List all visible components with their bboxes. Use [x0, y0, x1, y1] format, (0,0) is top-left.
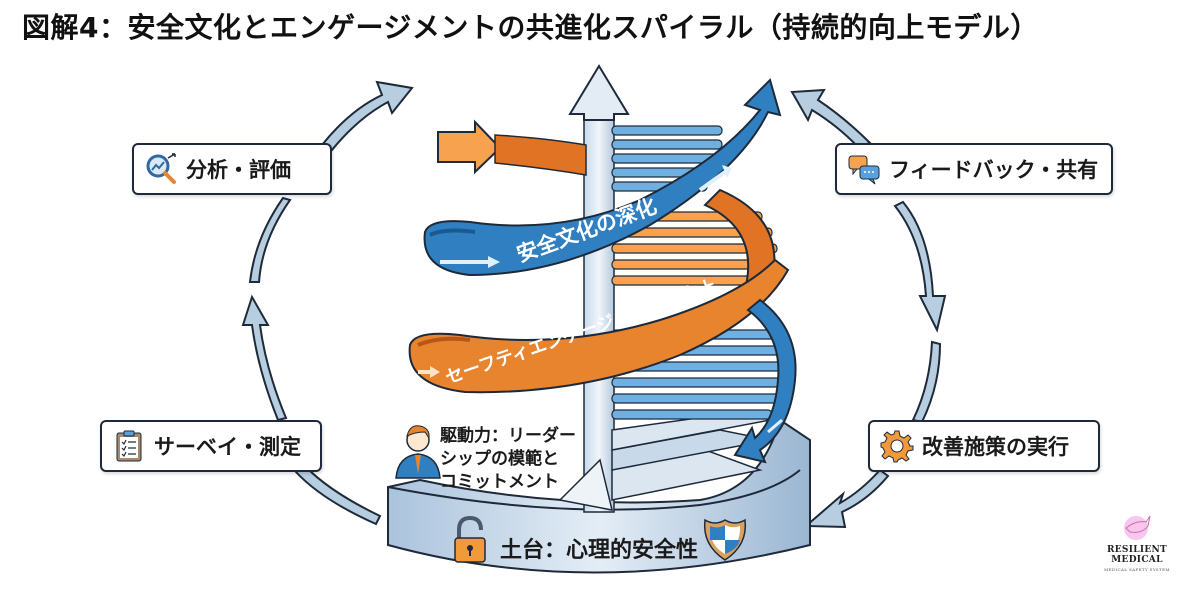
- driver-text: 駆動力：リーダー シップの模範と コミットメント: [440, 425, 576, 494]
- foundation-label: 土台：心理的安全性: [500, 538, 699, 563]
- step-analysis-label: 分析・評価: [186, 158, 291, 182]
- pillar-arrow-head: [568, 64, 630, 121]
- driver-line: シップの模範と: [440, 449, 559, 469]
- speech-bubbles-icon: [848, 155, 880, 185]
- step-survey-label: サーベイ・測定: [154, 435, 301, 459]
- central-pillar: [568, 64, 630, 513]
- cycle-arrow-survey-to-analysis: [241, 294, 288, 422]
- brand-logo: RESILIENT MEDICAL MEDICAL SAFETY SYSTEM: [1082, 515, 1192, 572]
- magnifier-chart-icon: [146, 153, 176, 184]
- foundation-base: [387, 418, 811, 574]
- driver-line: 駆動力：リーダー: [440, 426, 576, 446]
- step-implement-label: 改善施策の実行: [922, 435, 1069, 459]
- cycle-arrow-analysis-to-spiral: [320, 80, 414, 152]
- cycle-arrow-implement-to-base: [803, 468, 890, 529]
- unlocked-padlock-icon: [454, 515, 486, 563]
- step-implement: 改善施策の実行: [868, 420, 1100, 472]
- driver-line: コミットメント: [440, 472, 559, 492]
- cycle-arrow-spiral-to-feedback: [790, 88, 872, 149]
- diagram-title: 図解4：安全文化とエンゲージメントの共進化スパイラル（持続的向上モデル）: [22, 11, 1039, 44]
- cycle-arrows: [241, 80, 947, 529]
- logo-name: RESILIENT MEDICAL: [1106, 545, 1168, 565]
- shield-icon: [703, 518, 747, 561]
- gear-icon: [880, 430, 914, 463]
- stair-steps: [558, 411, 771, 511]
- cycle-arrow-feedback-to-implement: [893, 200, 947, 333]
- logo-dove-icon: [1124, 515, 1151, 540]
- cycle-arrow-segment-left: [248, 196, 292, 283]
- step-feedback: フィードバック・共有: [835, 143, 1113, 195]
- step-survey: サーベイ・測定: [100, 420, 322, 472]
- leader-person-icon: [395, 425, 441, 479]
- orange-entry-arrow: [437, 119, 587, 176]
- logo-tagline: MEDICAL SAFETY SYSTEM: [1104, 567, 1170, 572]
- blue-lower-curve: [733, 298, 797, 464]
- orange-band: [408, 258, 790, 394]
- clipboard-checklist-icon: [116, 430, 142, 462]
- blue-band: [423, 78, 782, 277]
- step-feedback-label: フィードバック・共有: [889, 158, 1099, 182]
- step-analysis: 分析・評価: [132, 143, 332, 195]
- cycle-arrow-base-to-survey: [294, 464, 382, 526]
- cycle-arrow-segment-right: [911, 340, 942, 424]
